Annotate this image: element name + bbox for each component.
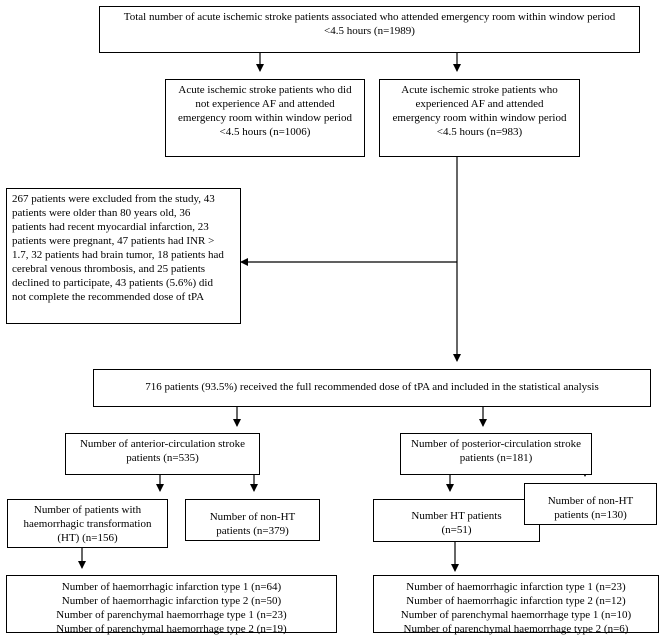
- total-patients-box: Total number of acute ischemic stroke pa…: [99, 6, 640, 53]
- anterior-ht-box: Number of patients with haemorrhagic tra…: [7, 499, 168, 548]
- posterior-haemorrhage-types-box: Number of haemorrhagic infarction type 1…: [373, 575, 659, 635]
- no-af-patients-box: Acute ischemic stroke patients who did n…: [165, 79, 365, 157]
- posterior-ht-box: Number HT patients (n=51): [373, 499, 540, 542]
- anterior-non-ht-box: Number of non-HT patients (n=379): [185, 499, 320, 541]
- full-dose-box: 716 patients (93.5%) received the full r…: [93, 369, 651, 407]
- posterior-circulation-box: Number of posterior-circulation stroke p…: [400, 433, 592, 475]
- anterior-haemorrhage-types-box: Number of haemorrhagic infarction type 1…: [6, 575, 337, 635]
- excluded-patients-box: 267 patients were excluded from the stud…: [6, 188, 241, 324]
- af-patients-box: Acute ischemic stroke patients who exper…: [379, 79, 580, 157]
- posterior-non-ht-box: Number of non-HT patients (n=130): [524, 483, 657, 525]
- anterior-circulation-box: Number of anterior-circulation stroke pa…: [65, 433, 260, 475]
